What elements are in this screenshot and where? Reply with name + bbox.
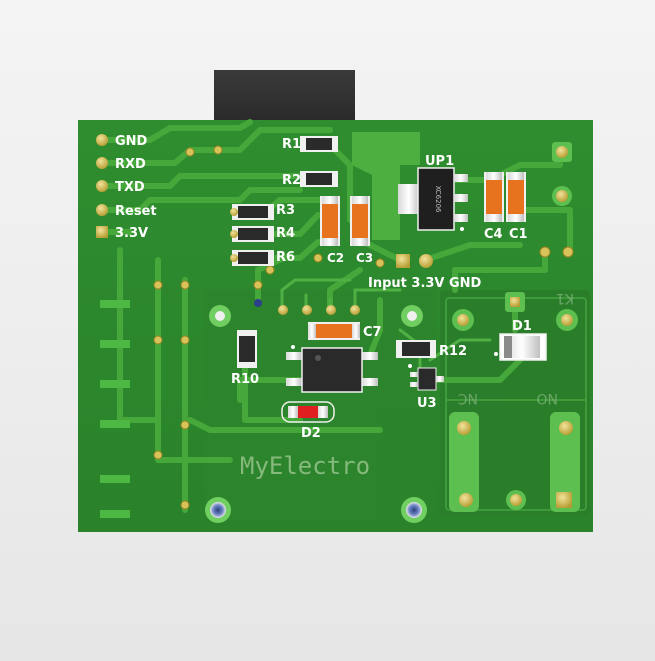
ground-pour: [205, 290, 590, 520]
resistor-r1: [300, 136, 338, 152]
resistor-r12: [396, 340, 436, 358]
transistor-u3: [408, 364, 444, 391]
ref-r6: R6: [276, 250, 295, 265]
diode-d1: [494, 333, 547, 361]
ref-c1: C1: [509, 227, 528, 242]
right-pads: [552, 142, 572, 206]
relay-label-k1: K1: [556, 290, 574, 306]
pin-label-txd: TXD: [115, 180, 145, 195]
input-pads: [396, 254, 433, 268]
small-header: [254, 299, 360, 315]
edge-pads: [100, 300, 130, 518]
relay-label-nc: NC: [458, 390, 478, 406]
capacitor-c7: [308, 322, 360, 340]
ref-c7: C7: [363, 325, 382, 340]
resistor-r4: [230, 226, 274, 242]
board-logo: MyElectro: [240, 452, 370, 480]
ref-r3: R3: [276, 203, 295, 218]
relay-label-no: NO: [537, 390, 559, 406]
relay-pads: [449, 292, 580, 512]
capacitor-c3: [350, 196, 370, 246]
ref-c2: C2: [327, 251, 344, 265]
ref-u3: U3: [417, 396, 437, 411]
regulator-up1: XC6206: [398, 167, 468, 231]
resistor-r10: [237, 330, 257, 368]
ref-r4: R4: [276, 226, 295, 241]
resistor-r2: [300, 171, 338, 187]
vias: [153, 145, 574, 510]
pin-label-reset: Reset: [115, 204, 157, 219]
ref-d1: D1: [512, 319, 532, 334]
capacitor-c4: [484, 172, 504, 222]
ref-r10: R10: [231, 372, 259, 387]
header-labels: GND RXD TXD Reset 3.3V: [115, 134, 157, 241]
pin-label-gnd: GND: [115, 134, 148, 149]
chip-marking: XC6206: [434, 186, 442, 214]
usb-connector: [214, 70, 355, 122]
header-pins: [96, 134, 108, 238]
resistor-r6: [230, 250, 274, 266]
ref-r12: R12: [439, 344, 467, 359]
main-ic: [286, 345, 378, 393]
pin-label-3v3: 3.3V: [115, 226, 148, 241]
resistor-r3: [230, 204, 274, 220]
ref-c4: C4: [484, 227, 503, 242]
ref-r1: R1: [282, 137, 301, 152]
input-label: Input 3.3V GND: [368, 276, 482, 291]
pin-label-rxd: RXD: [115, 157, 146, 172]
mounting-pads: [205, 305, 427, 523]
ref-r2: R2: [282, 173, 301, 188]
ref-c3: C3: [356, 251, 373, 265]
ref-up1: UP1: [425, 154, 454, 169]
capacitor-c2: [320, 196, 340, 246]
ref-d2: D2: [301, 426, 321, 441]
led-d2: [281, 401, 335, 423]
regulator-pour: [352, 132, 420, 240]
capacitor-c1: [506, 172, 526, 222]
